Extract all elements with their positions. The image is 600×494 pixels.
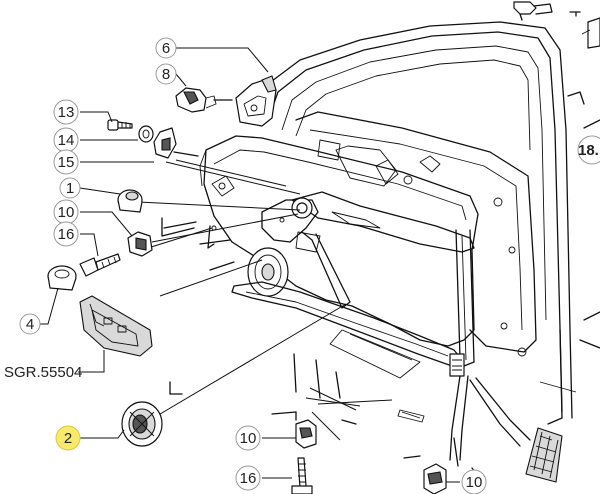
svg-text:18.: 18. xyxy=(578,142,599,159)
svg-text:4: 4 xyxy=(26,316,34,333)
part-1-cap xyxy=(117,189,143,213)
part-16-bolt-bottom xyxy=(291,457,313,494)
svg-text:16: 16 xyxy=(58,226,75,243)
callout-16-left: 16 xyxy=(53,221,79,247)
part-14-washer xyxy=(138,125,154,143)
part-10-nut-bottom xyxy=(295,419,317,449)
leader-lines xyxy=(40,47,460,483)
svg-text:16: 16 xyxy=(240,470,257,487)
svg-text:13: 13 xyxy=(58,104,75,121)
callout-6: 6 xyxy=(155,37,177,59)
callout-10-bottom: 10 xyxy=(235,425,261,451)
callout-10-right: 10 xyxy=(461,469,487,494)
svg-text:10: 10 xyxy=(58,204,75,221)
callout-15: 15 xyxy=(53,149,79,175)
part-10-nut-right xyxy=(423,463,447,494)
part-4-plug xyxy=(47,265,77,291)
callout-14: 14 xyxy=(53,127,79,153)
part-16-bolt-left xyxy=(79,253,121,277)
textured-pad xyxy=(525,427,563,483)
svg-text:2: 2 xyxy=(64,430,72,447)
inner-door-panel xyxy=(295,111,537,357)
svg-text:6: 6 xyxy=(162,40,170,57)
callout-18: 18. xyxy=(577,135,600,165)
svg-text:10: 10 xyxy=(240,430,257,447)
callout-16-bottom: 16 xyxy=(235,465,261,491)
part-15-clip xyxy=(153,127,199,159)
door-trim-panel xyxy=(199,135,479,423)
part-2-grommet xyxy=(121,401,163,447)
svg-text:8: 8 xyxy=(162,66,170,83)
reference-label: SGR.55504 xyxy=(4,364,82,381)
door-frame xyxy=(257,21,577,425)
callout-8: 8 xyxy=(155,63,177,85)
part-6-bracket xyxy=(235,75,277,127)
svg-text:1: 1 xyxy=(66,180,74,197)
sgr-tool xyxy=(79,295,153,357)
assembly-lines xyxy=(137,159,479,477)
callout-1: 1 xyxy=(59,177,81,199)
top-right-parts xyxy=(513,1,600,349)
window-guide-rail xyxy=(449,229,531,461)
callout-13: 13 xyxy=(53,99,79,125)
callout-4: 4 xyxy=(19,313,41,335)
part-10-nut-left xyxy=(127,231,153,257)
part-13-screw xyxy=(107,119,133,131)
svg-text:10: 10 xyxy=(466,474,483,491)
part-8-clip xyxy=(175,87,233,113)
svg-text:15: 15 xyxy=(58,154,75,171)
svg-text:14: 14 xyxy=(58,132,75,149)
callout-2: 2 xyxy=(55,425,81,451)
callout-10-left: 10 xyxy=(53,199,79,225)
